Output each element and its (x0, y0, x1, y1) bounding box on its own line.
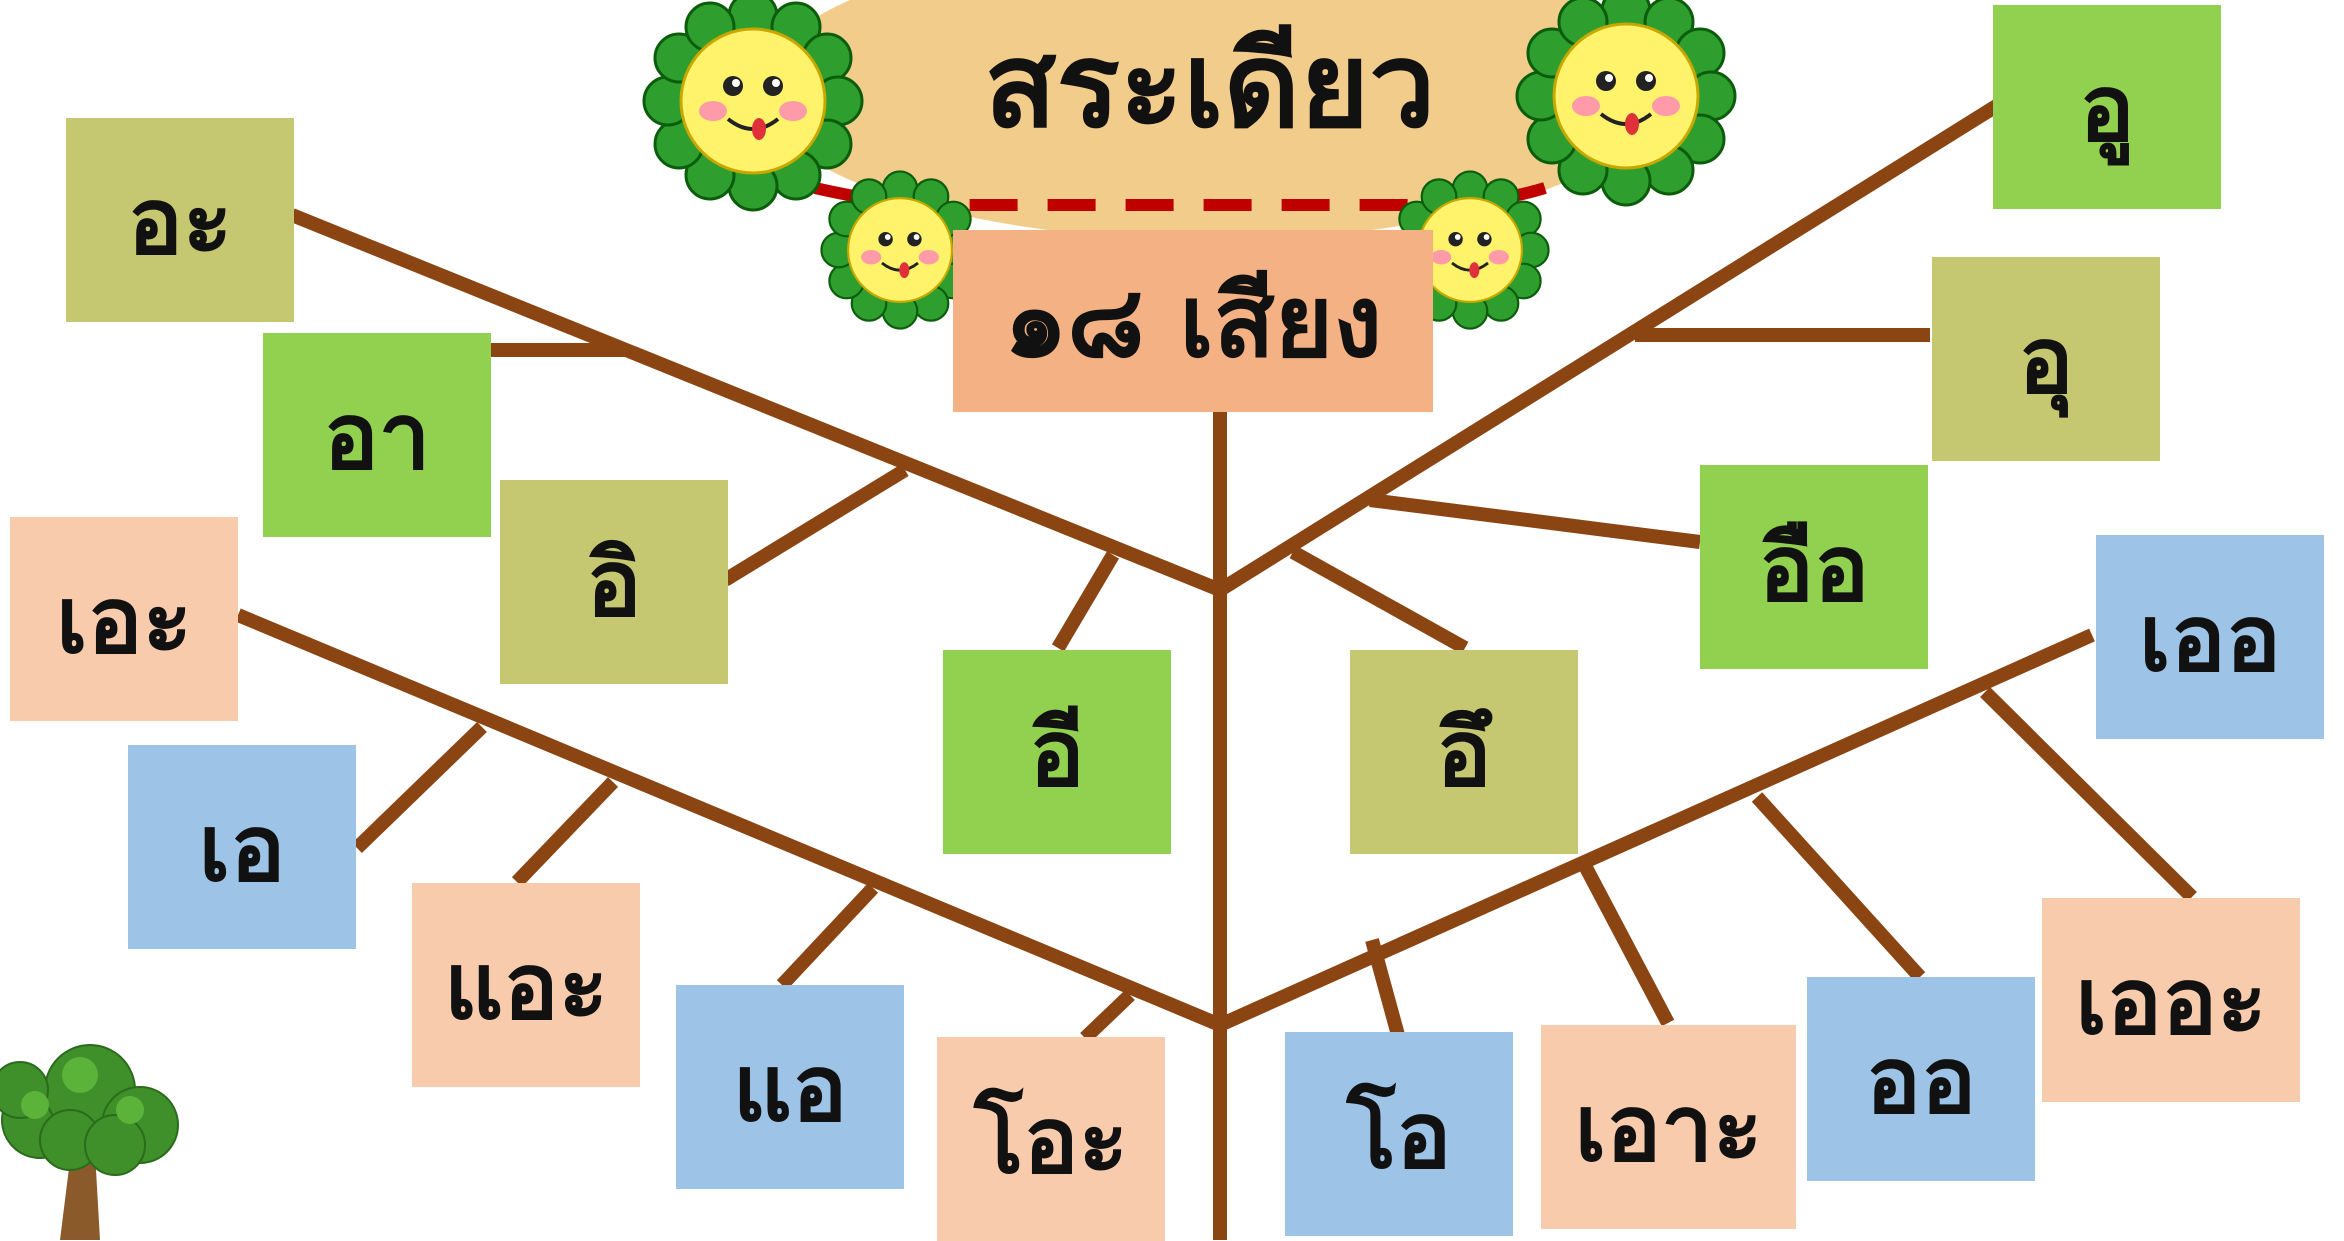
vowel-card-aa: อา (263, 333, 491, 537)
smiling-sunflower-icon (642, 0, 864, 212)
vowel-card-ae: แอ (676, 985, 904, 1189)
branch (1216, 99, 2002, 596)
branch (1980, 687, 2197, 902)
vowel-card-oe-short: เออะ (2042, 898, 2300, 1102)
branch (721, 464, 909, 586)
vowel-card-uee: อือ (1700, 465, 1928, 669)
vowel-card-oe: เออ (2096, 535, 2324, 739)
vowel-card-e-short: เอะ (10, 517, 238, 721)
branch (1576, 858, 1675, 1027)
branch (352, 721, 487, 854)
vowel-card-aw-short: เอาะ (1541, 1025, 1796, 1229)
branch (289, 208, 1223, 597)
branch (1217, 628, 2095, 1032)
vowel-card-a-short: อะ (66, 118, 294, 322)
tree-icon (0, 1044, 179, 1240)
vowel-card-aw: ออ (1807, 977, 2035, 1181)
branch (1369, 493, 1701, 549)
branch (776, 883, 879, 990)
branch (1051, 551, 1120, 652)
vowel-card-uu: อู (1993, 5, 2221, 209)
vowel-card-o: โอ (1285, 1032, 1513, 1236)
branch (1289, 545, 1469, 655)
branch (235, 608, 1223, 1032)
branch (1751, 792, 1926, 982)
branch (511, 777, 619, 887)
vowel-count-label: ๑๘ เสียง (953, 230, 1433, 412)
vowel-card-ii: อี (943, 650, 1171, 854)
vowel-card-o-short: โอะ (937, 1037, 1165, 1241)
smiling-sunflower-icon (1515, 0, 1737, 207)
branch (1365, 938, 1405, 1037)
branch (1080, 989, 1135, 1044)
vowel-card-e: เอ (128, 745, 356, 949)
vowel-card-u-short: อุ (1932, 257, 2160, 461)
vowel-card-i-short: อิ (500, 480, 728, 684)
vowel-card-ue-short: อึ (1350, 650, 1578, 854)
vowel-card-ae-short: แอะ (412, 883, 640, 1087)
page-title: สระเดียว (984, 16, 1436, 154)
